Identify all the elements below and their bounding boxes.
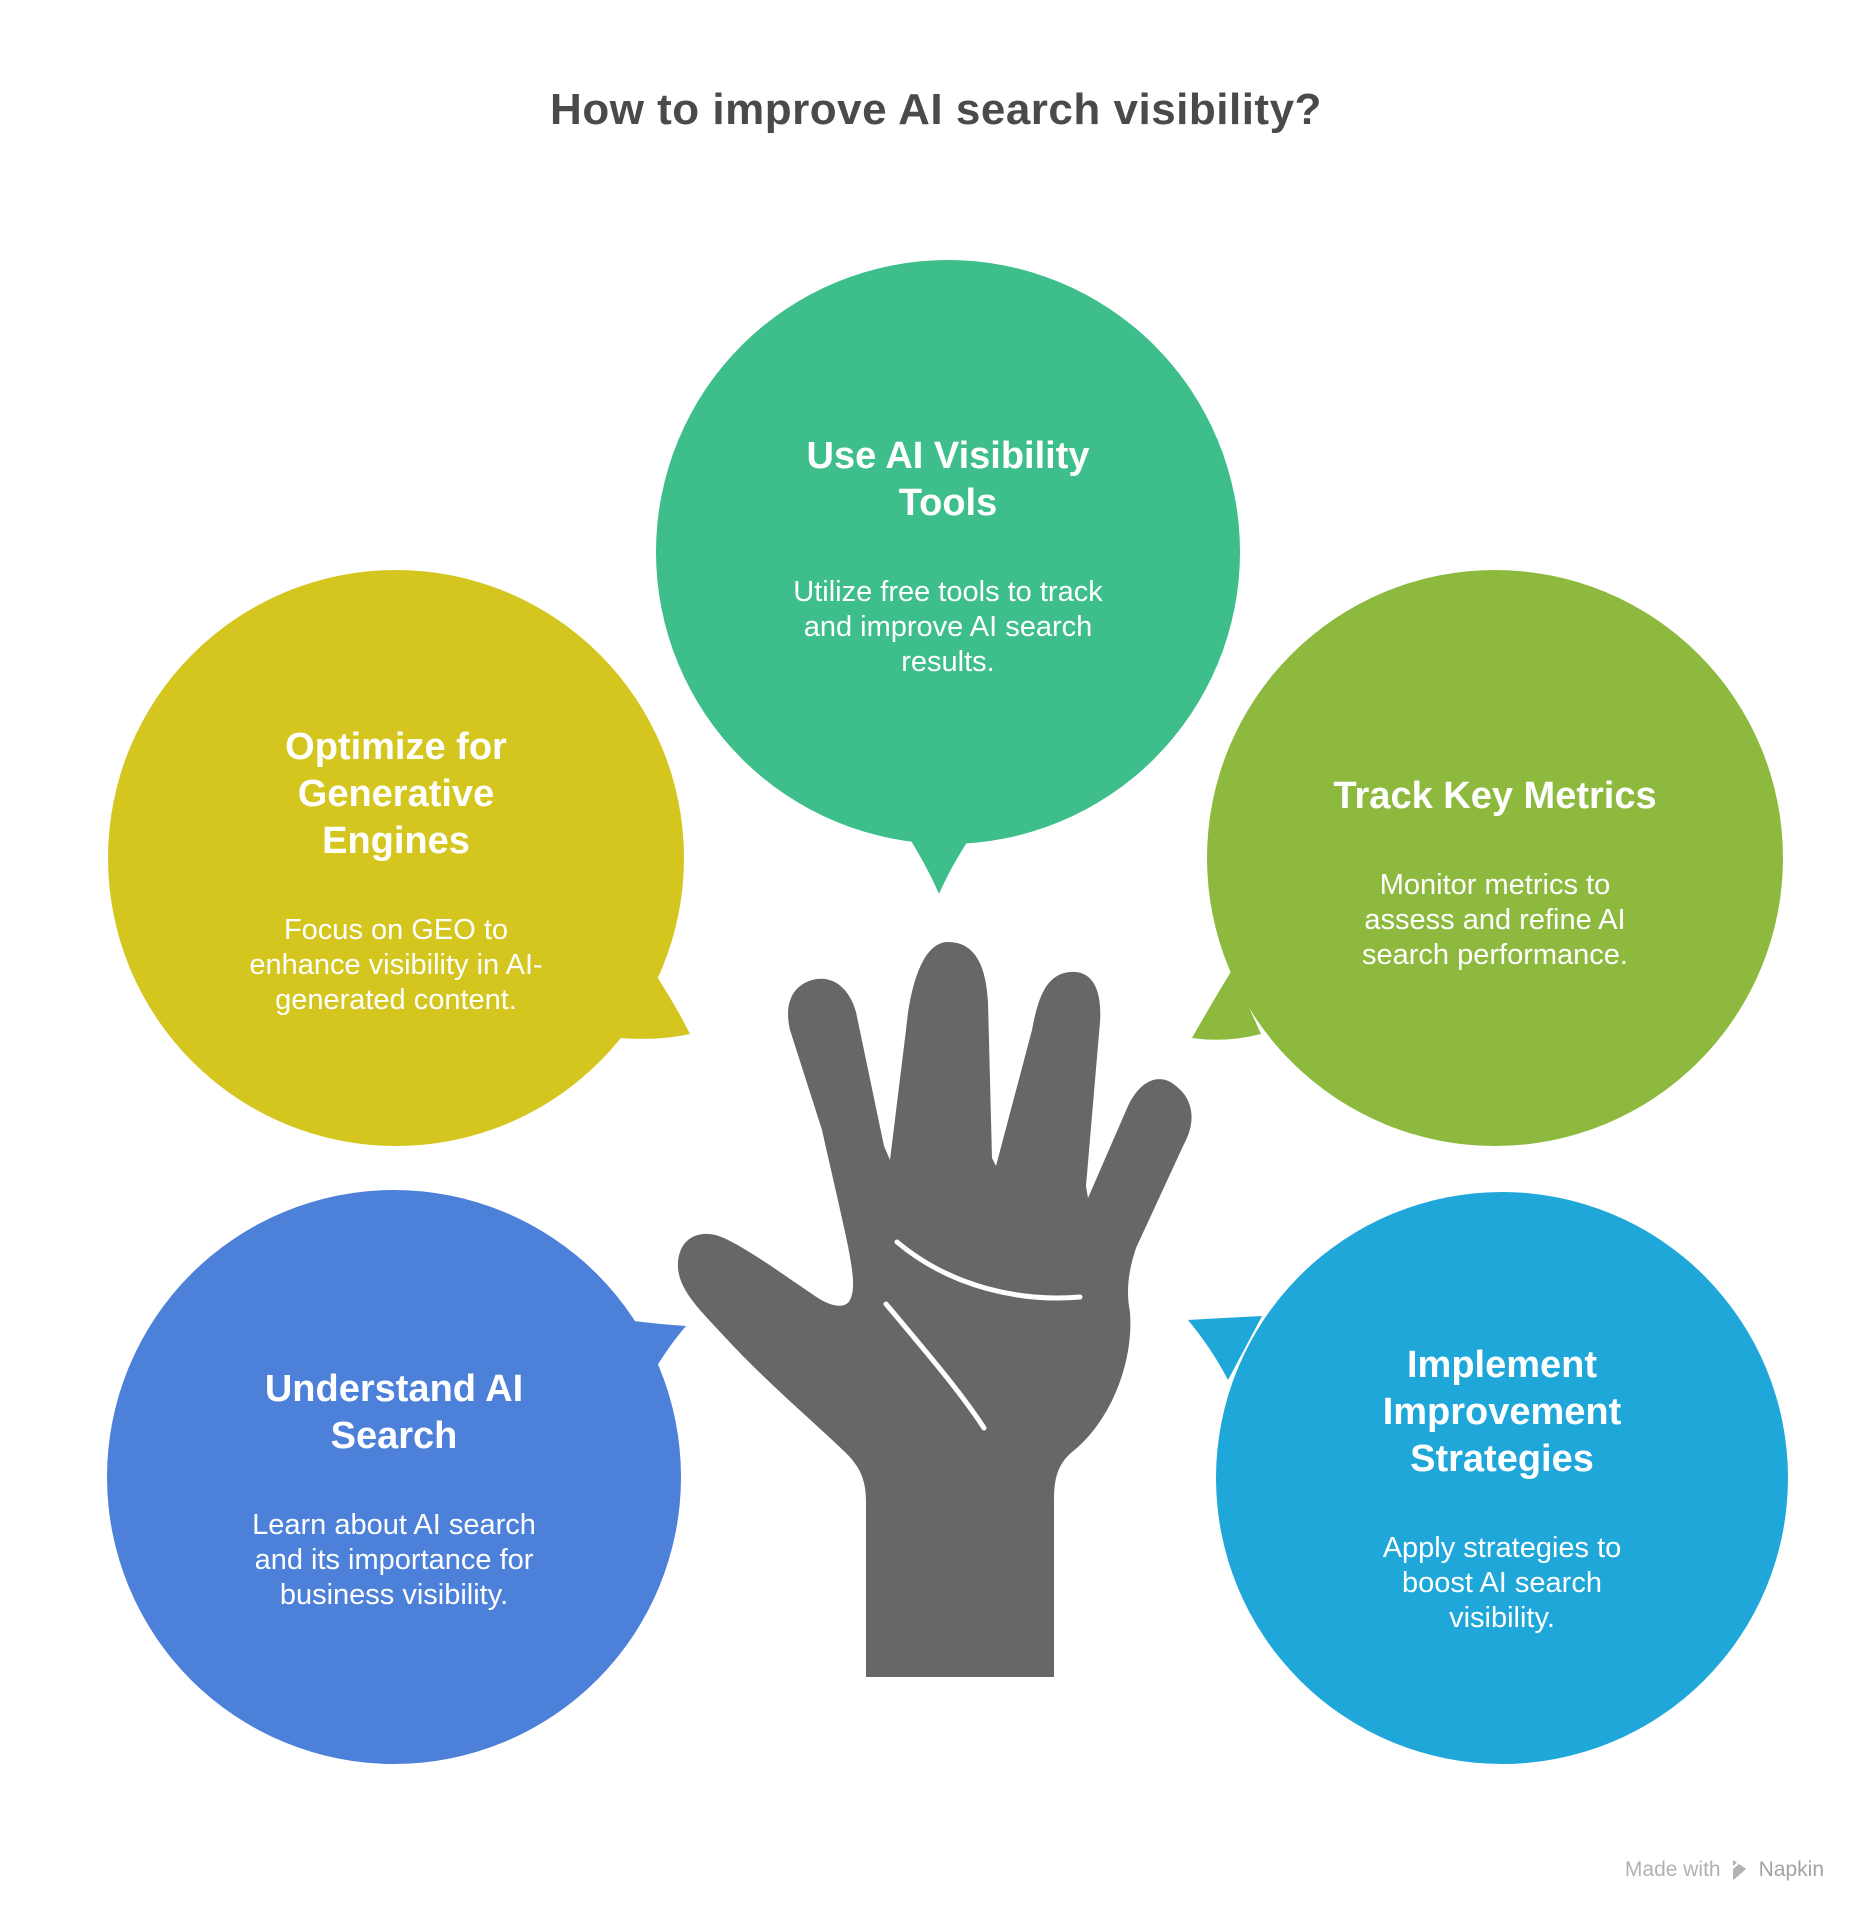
hand-silhouette xyxy=(677,942,1192,1677)
bubble-circle-bottom-right xyxy=(1216,1192,1788,1764)
bubble-tail-middle-left xyxy=(620,972,690,1039)
bubble-body: Focus on GEO to enhance visibility in AI… xyxy=(249,914,543,1016)
bubble-heading: Track Key Metrics xyxy=(1333,775,1657,817)
bubble-tail-top-center xyxy=(903,828,976,894)
bubble-tail-bottom-right xyxy=(1188,1316,1262,1380)
palm-line-lower xyxy=(883,1301,987,1431)
watermark-brand: Napkin xyxy=(1758,1858,1824,1881)
bubble-tail-bottom-left xyxy=(612,1318,686,1386)
bubble-shape-bottom-right xyxy=(1188,1192,1788,1764)
bubble-heading: Implement Improvement Strategies xyxy=(1382,1344,1622,1480)
bubble-text-understand-ai-search: Understand AI Search Learn about AI sear… xyxy=(159,1348,629,1631)
bubble-shape-top-center xyxy=(656,260,1240,894)
bubble-heading: Use AI Visibility Tools xyxy=(806,435,1090,524)
palm-line-upper xyxy=(894,1239,1083,1301)
bubble-tail-middle-right xyxy=(1192,970,1261,1040)
bubble-text-optimize-for-generative-engines: Optimize for Generative Engines Focus on… xyxy=(161,706,631,1036)
bubble-circle-middle-right xyxy=(1207,570,1783,1146)
bubble-circle-top-center xyxy=(656,260,1240,844)
bubble-heading: Optimize for Generative Engines xyxy=(285,726,507,862)
bubble-shape-middle-right xyxy=(1192,570,1783,1146)
watermark-prefix: Made with xyxy=(1624,1858,1721,1881)
bubble-body: Apply strategies to boost AI search visi… xyxy=(1382,1532,1622,1634)
bubble-shape-bottom-left xyxy=(107,1190,686,1764)
bubble-body: Utilize free tools to track and improve … xyxy=(793,576,1103,678)
watermark: Made with Napkin xyxy=(1625,1858,1824,1882)
bubble-text-track-key-metrics: Track Key Metrics Monitor metrics to ass… xyxy=(1262,755,1728,991)
bubble-shape-middle-left xyxy=(108,570,690,1146)
bubble-text-use-ai-visibility-tools: Use AI Visibility Tools Utilize free too… xyxy=(713,415,1183,698)
bubble-body: Monitor metrics to assess and refine AI … xyxy=(1362,869,1628,971)
page-title: How to improve AI search visibility? xyxy=(550,85,1322,134)
napkin-logo-icon xyxy=(1729,1859,1750,1881)
bubble-heading: Understand AI Search xyxy=(264,1368,524,1457)
hand-icon xyxy=(677,942,1192,1677)
bubble-circle-middle-left xyxy=(108,570,684,1146)
bubble-body: Learn about AI search and its importance… xyxy=(252,1509,536,1611)
bubble-circle-bottom-left xyxy=(107,1190,681,1764)
bubble-text-implement-improvement-strategies: Implement Improvement Strategies Apply s… xyxy=(1267,1324,1737,1654)
